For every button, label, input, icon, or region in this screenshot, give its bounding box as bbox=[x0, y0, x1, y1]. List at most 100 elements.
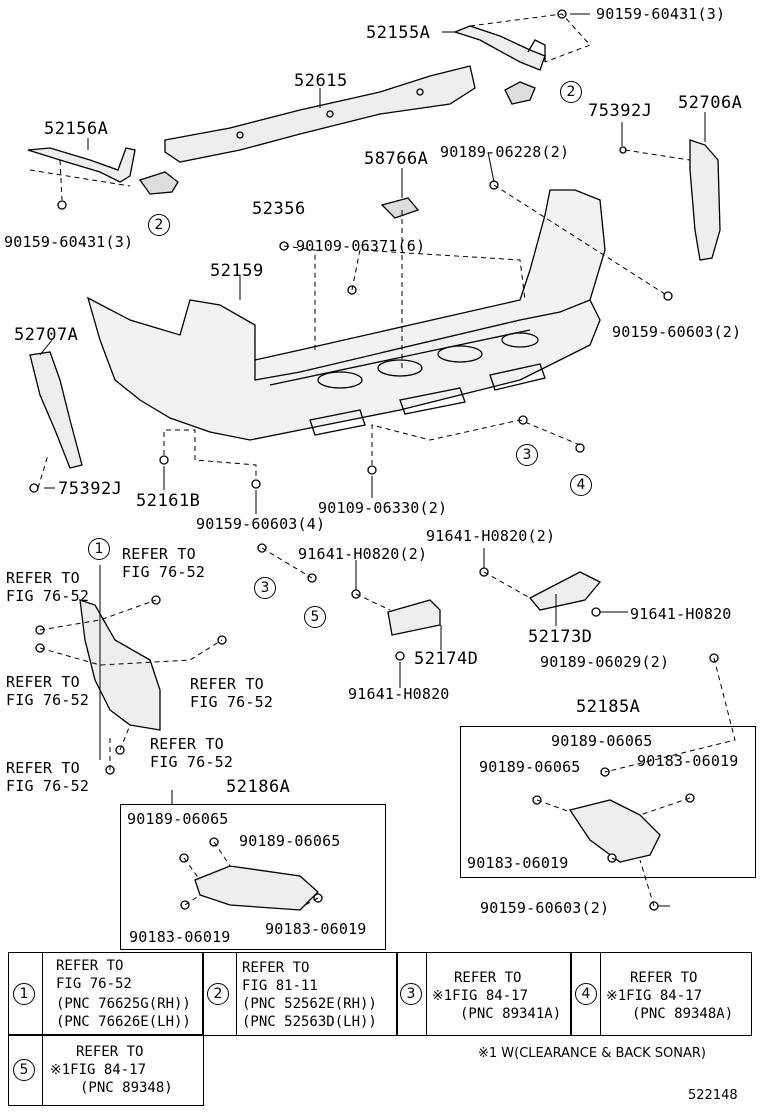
label-90159-60431-left: 90159-60431(3) bbox=[4, 233, 134, 251]
legend-callout-5: 5 bbox=[13, 1059, 35, 1081]
label-52174D: 52174D bbox=[414, 649, 479, 669]
label-52173D: 52173D bbox=[528, 627, 593, 647]
bumper-cover-52159 bbox=[86, 189, 606, 441]
refer-fig-b: FIG 76-52 bbox=[6, 587, 90, 605]
mudguard bbox=[79, 599, 161, 731]
cover-52185A bbox=[568, 799, 661, 863]
cover-52186A bbox=[194, 865, 319, 911]
label-91641-H0820-right: 91641-H0820 bbox=[630, 605, 732, 623]
legend-3-line1: REFER TO bbox=[454, 970, 522, 986]
label-90183-06019-d: 90183-06019 bbox=[467, 854, 569, 872]
clip-58766A bbox=[380, 197, 420, 219]
bracket-52174D bbox=[387, 599, 441, 636]
label-52615: 52615 bbox=[294, 71, 348, 91]
label-90159-60603-bottom: 90159-60603(2) bbox=[480, 899, 610, 917]
label-90189-06228: 90189-06228(2) bbox=[440, 143, 570, 161]
label-91641-H0820-bottom: 91641-H0820 bbox=[348, 685, 450, 703]
legend-cell-1 bbox=[8, 952, 204, 1036]
callout-4: 4 bbox=[570, 474, 592, 496]
refer-label-c: REFER TO bbox=[6, 673, 80, 691]
retainer-52707A bbox=[29, 351, 83, 469]
label-90189-06065-a: 90189-06065 bbox=[127, 810, 229, 828]
legend-1-line2: FIG 76-52 bbox=[56, 976, 132, 992]
label-90189-06065-c: 90189-06065 bbox=[551, 732, 653, 750]
legend-4-line3: (PNC 89348A) bbox=[632, 1006, 734, 1022]
retainer-52706A bbox=[689, 139, 721, 261]
label-90183-06019-b: 90183-06019 bbox=[265, 920, 367, 938]
legend-cell-5 bbox=[8, 1034, 204, 1106]
inset-52186A: 90189-06065 90189-06065 90183-06019 9018… bbox=[120, 804, 386, 950]
legend-2-line3: (PNC 52562E(RH)) bbox=[242, 996, 377, 1012]
refer-label-f: REFER TO bbox=[6, 759, 80, 777]
legend-callout-4: 4 bbox=[575, 983, 597, 1005]
label-52707A: 52707A bbox=[14, 325, 79, 345]
legend-cell-3 bbox=[396, 952, 572, 1036]
legend-5-line1: REFER TO bbox=[76, 1044, 144, 1060]
label-90189-06065-d: 90189-06065 bbox=[479, 758, 581, 776]
legend-3-line3: (PNC 89341A) bbox=[460, 1006, 562, 1022]
label-52161B: 52161B bbox=[136, 491, 201, 511]
bracket-52155A bbox=[453, 25, 546, 105]
dashed-guide-lines bbox=[29, 13, 736, 907]
legend-1-line3: (PNC 76625G(RH)) bbox=[56, 996, 191, 1012]
legend-divider-3 bbox=[426, 952, 427, 1036]
label-52155A: 52155A bbox=[366, 23, 431, 43]
label-75392J-bottom: 75392J bbox=[58, 479, 123, 499]
refer-label-a: REFER TO bbox=[122, 545, 196, 563]
callout-5: 5 bbox=[304, 606, 326, 628]
legend-divider-4 bbox=[600, 952, 601, 1036]
label-90183-06019-c: 90183-06019 bbox=[637, 752, 739, 770]
refer-fig-c: FIG 76-52 bbox=[6, 691, 90, 709]
callout-3-mid: 3 bbox=[254, 577, 276, 599]
refer-fig-d: FIG 76-52 bbox=[190, 693, 274, 711]
refer-label-b: REFER TO bbox=[6, 569, 80, 587]
label-90189-06029: 90189-06029(2) bbox=[540, 653, 670, 671]
legend-divider-1 bbox=[42, 952, 43, 1036]
legend-divider-5 bbox=[42, 1034, 43, 1106]
beam-52615 bbox=[164, 65, 476, 163]
figure-id: 522148 bbox=[688, 1088, 738, 1103]
callout-2-left: 2 bbox=[148, 214, 170, 236]
refer-label-e: REFER TO bbox=[150, 735, 224, 753]
legend-4-line1: REFER TO bbox=[630, 970, 698, 986]
legend-5-line2: ※1FIG 84-17 bbox=[50, 1062, 147, 1078]
refer-fig-a: FIG 76-52 bbox=[122, 563, 206, 581]
legend-3-line2: ※1FIG 84-17 bbox=[432, 988, 529, 1004]
label-90183-06019-a: 90183-06019 bbox=[129, 928, 231, 946]
leader-lines bbox=[39, 13, 706, 907]
legend-cell-2 bbox=[202, 952, 398, 1036]
legend-2-line2: FIG 81-11 bbox=[242, 978, 318, 994]
label-90159-60603-right: 90159-60603(2) bbox=[612, 323, 742, 341]
legend-4-line2: ※1FIG 84-17 bbox=[606, 988, 703, 1004]
cover-52173D bbox=[528, 571, 602, 611]
label-90189-06065-b: 90189-06065 bbox=[239, 832, 341, 850]
label-90159-60431-top: 90159-60431(3) bbox=[596, 5, 726, 23]
label-52706A: 52706A bbox=[678, 93, 743, 113]
label-52159: 52159 bbox=[210, 261, 264, 281]
legend-divider-2 bbox=[236, 952, 237, 1036]
refer-label-d: REFER TO bbox=[190, 675, 264, 693]
legend-callout-1: 1 bbox=[13, 983, 35, 1005]
label-91641-H0820-2b: 91641-H0820(2) bbox=[298, 545, 428, 563]
label-90159-60603-4: 90159-60603(4) bbox=[196, 515, 326, 533]
bracket-52156A bbox=[27, 147, 179, 195]
label-52185A: 52185A bbox=[576, 697, 641, 717]
legend-callout-3: 3 bbox=[400, 983, 422, 1005]
callout-3-top: 3 bbox=[516, 444, 538, 466]
legend-1-line1: REFER TO bbox=[56, 958, 124, 974]
legend-footnote: ※1 W(CLEARANCE & BACK SONAR) bbox=[478, 1046, 706, 1061]
legend-2-line4: (PNC 52563D(LH)) bbox=[242, 1014, 377, 1030]
legend-1-line4: (PNC 76626E(LH)) bbox=[56, 1014, 191, 1030]
label-91641-H0820-2a: 91641-H0820(2) bbox=[426, 527, 556, 545]
label-90109-06371: 90109-06371(6) bbox=[296, 237, 426, 255]
label-90109-06330: 90109-06330(2) bbox=[318, 499, 448, 517]
label-52156A: 52156A bbox=[44, 119, 109, 139]
refer-fig-f: FIG 76-52 bbox=[6, 777, 90, 795]
label-58766A: 58766A bbox=[364, 149, 429, 169]
legend-2-line1: REFER TO bbox=[242, 960, 310, 976]
callout-1: 1 bbox=[88, 538, 110, 560]
callout-2-top: 2 bbox=[560, 81, 582, 103]
legend-callout-2: 2 bbox=[207, 983, 229, 1005]
refer-fig-e: FIG 76-52 bbox=[150, 753, 234, 771]
